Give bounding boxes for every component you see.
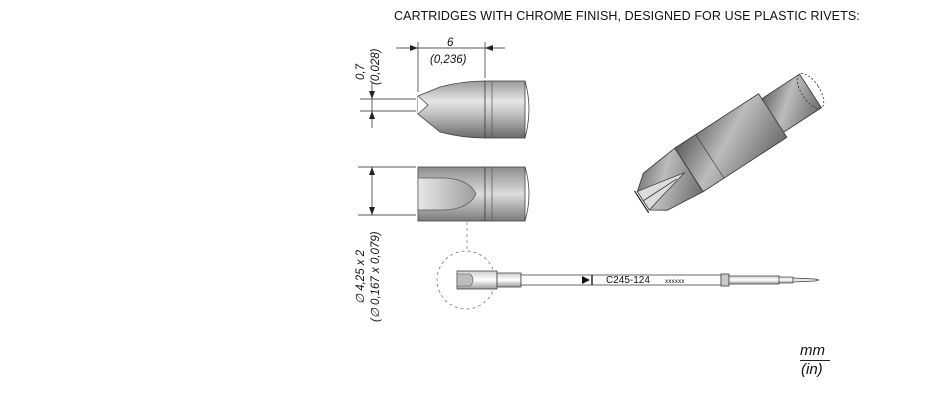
tip-isometric-view xyxy=(634,73,825,214)
cartridge-model-label: C245-124 xyxy=(606,275,650,286)
width-dimension: ∅ 4,25 x 2 (∅ 0,167 x 0,079) xyxy=(355,166,416,322)
drawing-heading: CARTRIDGES WITH CHROME FINISH, DESIGNED … xyxy=(394,9,860,23)
length-mm-label: 6 xyxy=(447,37,454,49)
width-in-label: (∅ 0,167 x 0,079) xyxy=(370,231,382,322)
unit-mm-label: mm xyxy=(800,342,825,359)
length-dimension: 6 (0,236) xyxy=(396,37,505,92)
tip-side-view xyxy=(417,80,530,139)
tip-front-view xyxy=(417,166,530,222)
cartridge-code-label: xxxxxx xyxy=(665,278,685,285)
unit-in-label: (in) xyxy=(801,361,823,378)
thickness-dimension: 0,7 (0,028) xyxy=(355,48,416,128)
thickness-in-label: (0,028) xyxy=(370,48,382,85)
thickness-mm-label: 0,7 xyxy=(355,63,367,80)
width-mm-label: ∅ 4,25 x 2 xyxy=(355,249,367,304)
unit-divider xyxy=(800,360,830,361)
length-in-label: (0,236) xyxy=(430,54,467,66)
cartridge-overview: C245-124 xxxxxx xyxy=(436,222,820,310)
